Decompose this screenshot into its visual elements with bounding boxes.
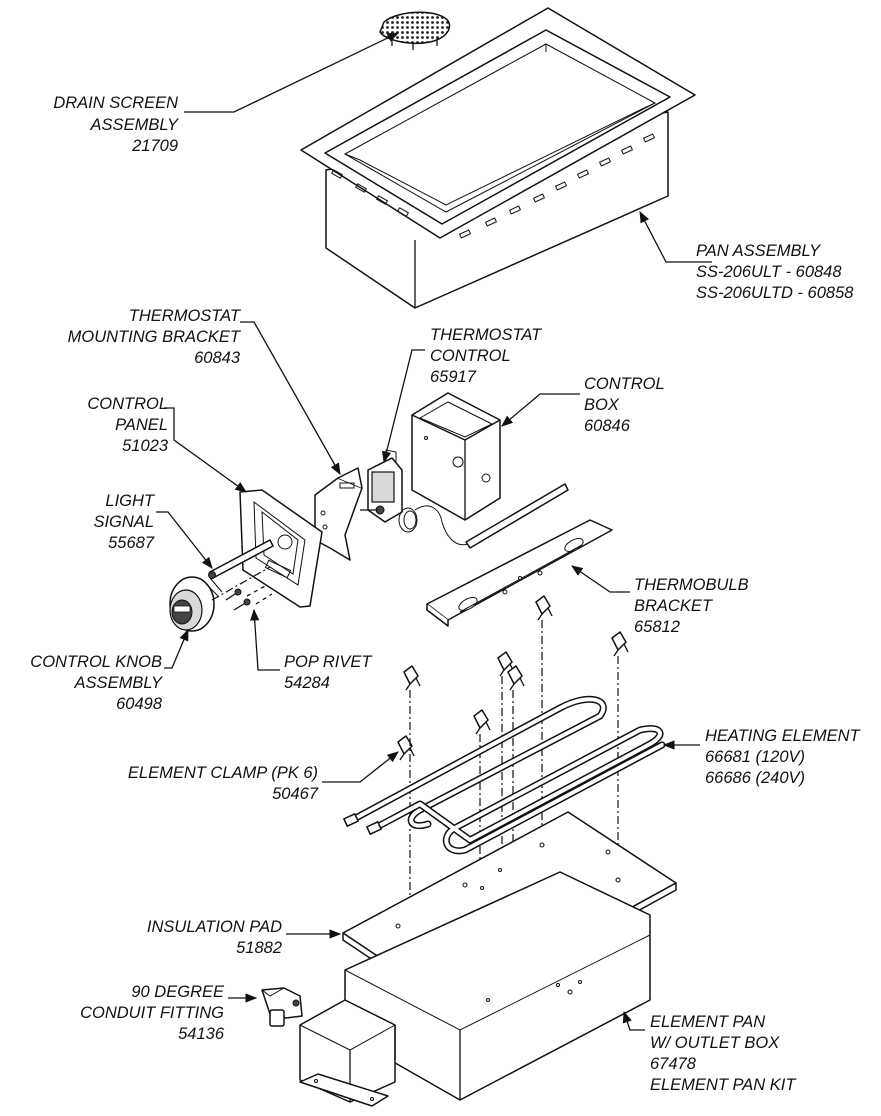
svg-text:PANEL: PANEL [115, 416, 168, 434]
svg-text:ASSEMBLY: ASSEMBLY [90, 116, 179, 134]
svg-text:60846: 60846 [584, 417, 631, 435]
svg-text:W/ OUTLET BOX: W/ OUTLET BOX [650, 1034, 780, 1052]
svg-text:CONTROL: CONTROL [584, 375, 665, 393]
svg-text:INSULATION PAD: INSULATION PAD [147, 918, 282, 936]
svg-text:HEATING ELEMENT: HEATING ELEMENT [705, 727, 862, 745]
svg-text:LIGHT: LIGHT [105, 492, 156, 510]
svg-text:SS-206ULT - 60848: SS-206ULT - 60848 [696, 263, 842, 281]
element-pan-part [299, 871, 651, 1107]
conduit-fitting-part [261, 987, 303, 1027]
callout-element-pan: ELEMENT PAN W/ OUTLET BOX 67478 ELEMENT … [650, 1013, 797, 1094]
svg-text:60843: 60843 [194, 349, 241, 367]
callout-element-clamp: ELEMENT CLAMP (PK 6) 50467 [128, 764, 319, 803]
callout-control-box: CONTROL BOX 60846 [584, 375, 665, 435]
svg-text:67478: 67478 [650, 1055, 697, 1073]
svg-text:ELEMENT PAN: ELEMENT PAN [650, 1013, 765, 1031]
callout-labels: DRAIN SCREEN ASSEMBLY 21709 PAN ASSEMBLY… [30, 94, 861, 1094]
callout-control-knob: CONTROL KNOB ASSEMBLY 60498 [30, 653, 163, 713]
svg-text:CONTROL KNOB: CONTROL KNOB [30, 653, 162, 671]
thermostat-control-part [360, 449, 569, 549]
svg-text:90 DEGREE: 90 DEGREE [131, 983, 225, 1001]
svg-text:SS-206ULTD - 60858: SS-206ULTD - 60858 [696, 284, 854, 302]
svg-text:THERMOBULB: THERMOBULB [634, 576, 749, 594]
svg-text:ELEMENT CLAMP (PK 6): ELEMENT CLAMP (PK 6) [128, 764, 318, 782]
light-signal-part [208, 539, 274, 579]
callout-conduit-fitting: 90 DEGREE CONDUIT FITTING 54136 [80, 983, 225, 1043]
callout-insulation-pad: INSULATION PAD 51882 [147, 918, 282, 957]
callout-thermobulb-bracket: THERMOBULB BRACKET 65812 [634, 576, 749, 636]
svg-text:MOUNTING BRACKET: MOUNTING BRACKET [68, 328, 242, 346]
callout-pan-assembly: PAN ASSEMBLY SS-206ULT - 60848 SS-206ULT… [696, 242, 854, 302]
svg-text:51882: 51882 [236, 939, 282, 957]
drain-screen-part [379, 11, 451, 50]
svg-text:51023: 51023 [122, 437, 169, 455]
callout-drain-screen: DRAIN SCREEN ASSEMBLY 21709 [53, 94, 179, 155]
callout-pop-rivet: POP RIVET 54284 [284, 653, 373, 692]
svg-text:50467: 50467 [272, 785, 319, 803]
svg-text:54284: 54284 [284, 674, 330, 692]
svg-text:THERMOSTAT: THERMOSTAT [430, 326, 543, 344]
svg-text:CONTROL: CONTROL [87, 395, 168, 413]
svg-text:CONTROL: CONTROL [430, 347, 511, 365]
svg-text:DRAIN SCREEN: DRAIN SCREEN [53, 94, 178, 112]
control-panel-part [239, 489, 323, 608]
svg-text:PAN ASSEMBLY: PAN ASSEMBLY [696, 242, 821, 260]
svg-text:CONDUIT FITTING: CONDUIT FITTING [80, 1004, 224, 1022]
svg-text:54136: 54136 [178, 1025, 225, 1043]
svg-text:21709: 21709 [131, 137, 178, 155]
callout-thermostat-control: THERMOSTAT CONTROL 65917 [430, 326, 543, 386]
svg-text:BRACKET: BRACKET [634, 597, 714, 615]
svg-text:66686 (240V): 66686 (240V) [705, 769, 805, 787]
callout-thermostat-mounting-bracket: THERMOSTAT MOUNTING BRACKET 60843 [68, 307, 242, 367]
svg-text:65812: 65812 [634, 618, 680, 636]
callout-control-panel: CONTROL PANEL 51023 [87, 395, 168, 455]
svg-text:ASSEMBLY: ASSEMBLY [74, 674, 163, 692]
svg-text:SIGNAL: SIGNAL [93, 513, 154, 531]
svg-text:65917: 65917 [430, 368, 477, 386]
svg-text:BOX: BOX [584, 396, 620, 414]
callout-light-signal: LIGHT SIGNAL 55687 [93, 492, 155, 552]
pan-assembly-part [300, 7, 696, 309]
control-box-part [411, 392, 501, 521]
thermostat-mounting-bracket-part [314, 467, 363, 561]
control-knob-part [169, 566, 271, 632]
svg-text:ELEMENT PAN KIT: ELEMENT PAN KIT [650, 1076, 797, 1094]
leader-lines [156, 32, 712, 1031]
callout-heating-element: HEATING ELEMENT 66681 (120V) 66686 (240V… [705, 727, 862, 787]
pop-rivet-part [225, 585, 273, 611]
thermobulb-bracket-part [426, 519, 613, 627]
svg-text:55687: 55687 [108, 534, 155, 552]
svg-text:POP RIVET: POP RIVET [284, 653, 373, 671]
heating-element-part [343, 695, 666, 855]
svg-text:60498: 60498 [116, 695, 163, 713]
svg-text:66681 (120V): 66681 (120V) [705, 748, 805, 766]
svg-text:THERMOSTAT: THERMOSTAT [129, 307, 242, 325]
